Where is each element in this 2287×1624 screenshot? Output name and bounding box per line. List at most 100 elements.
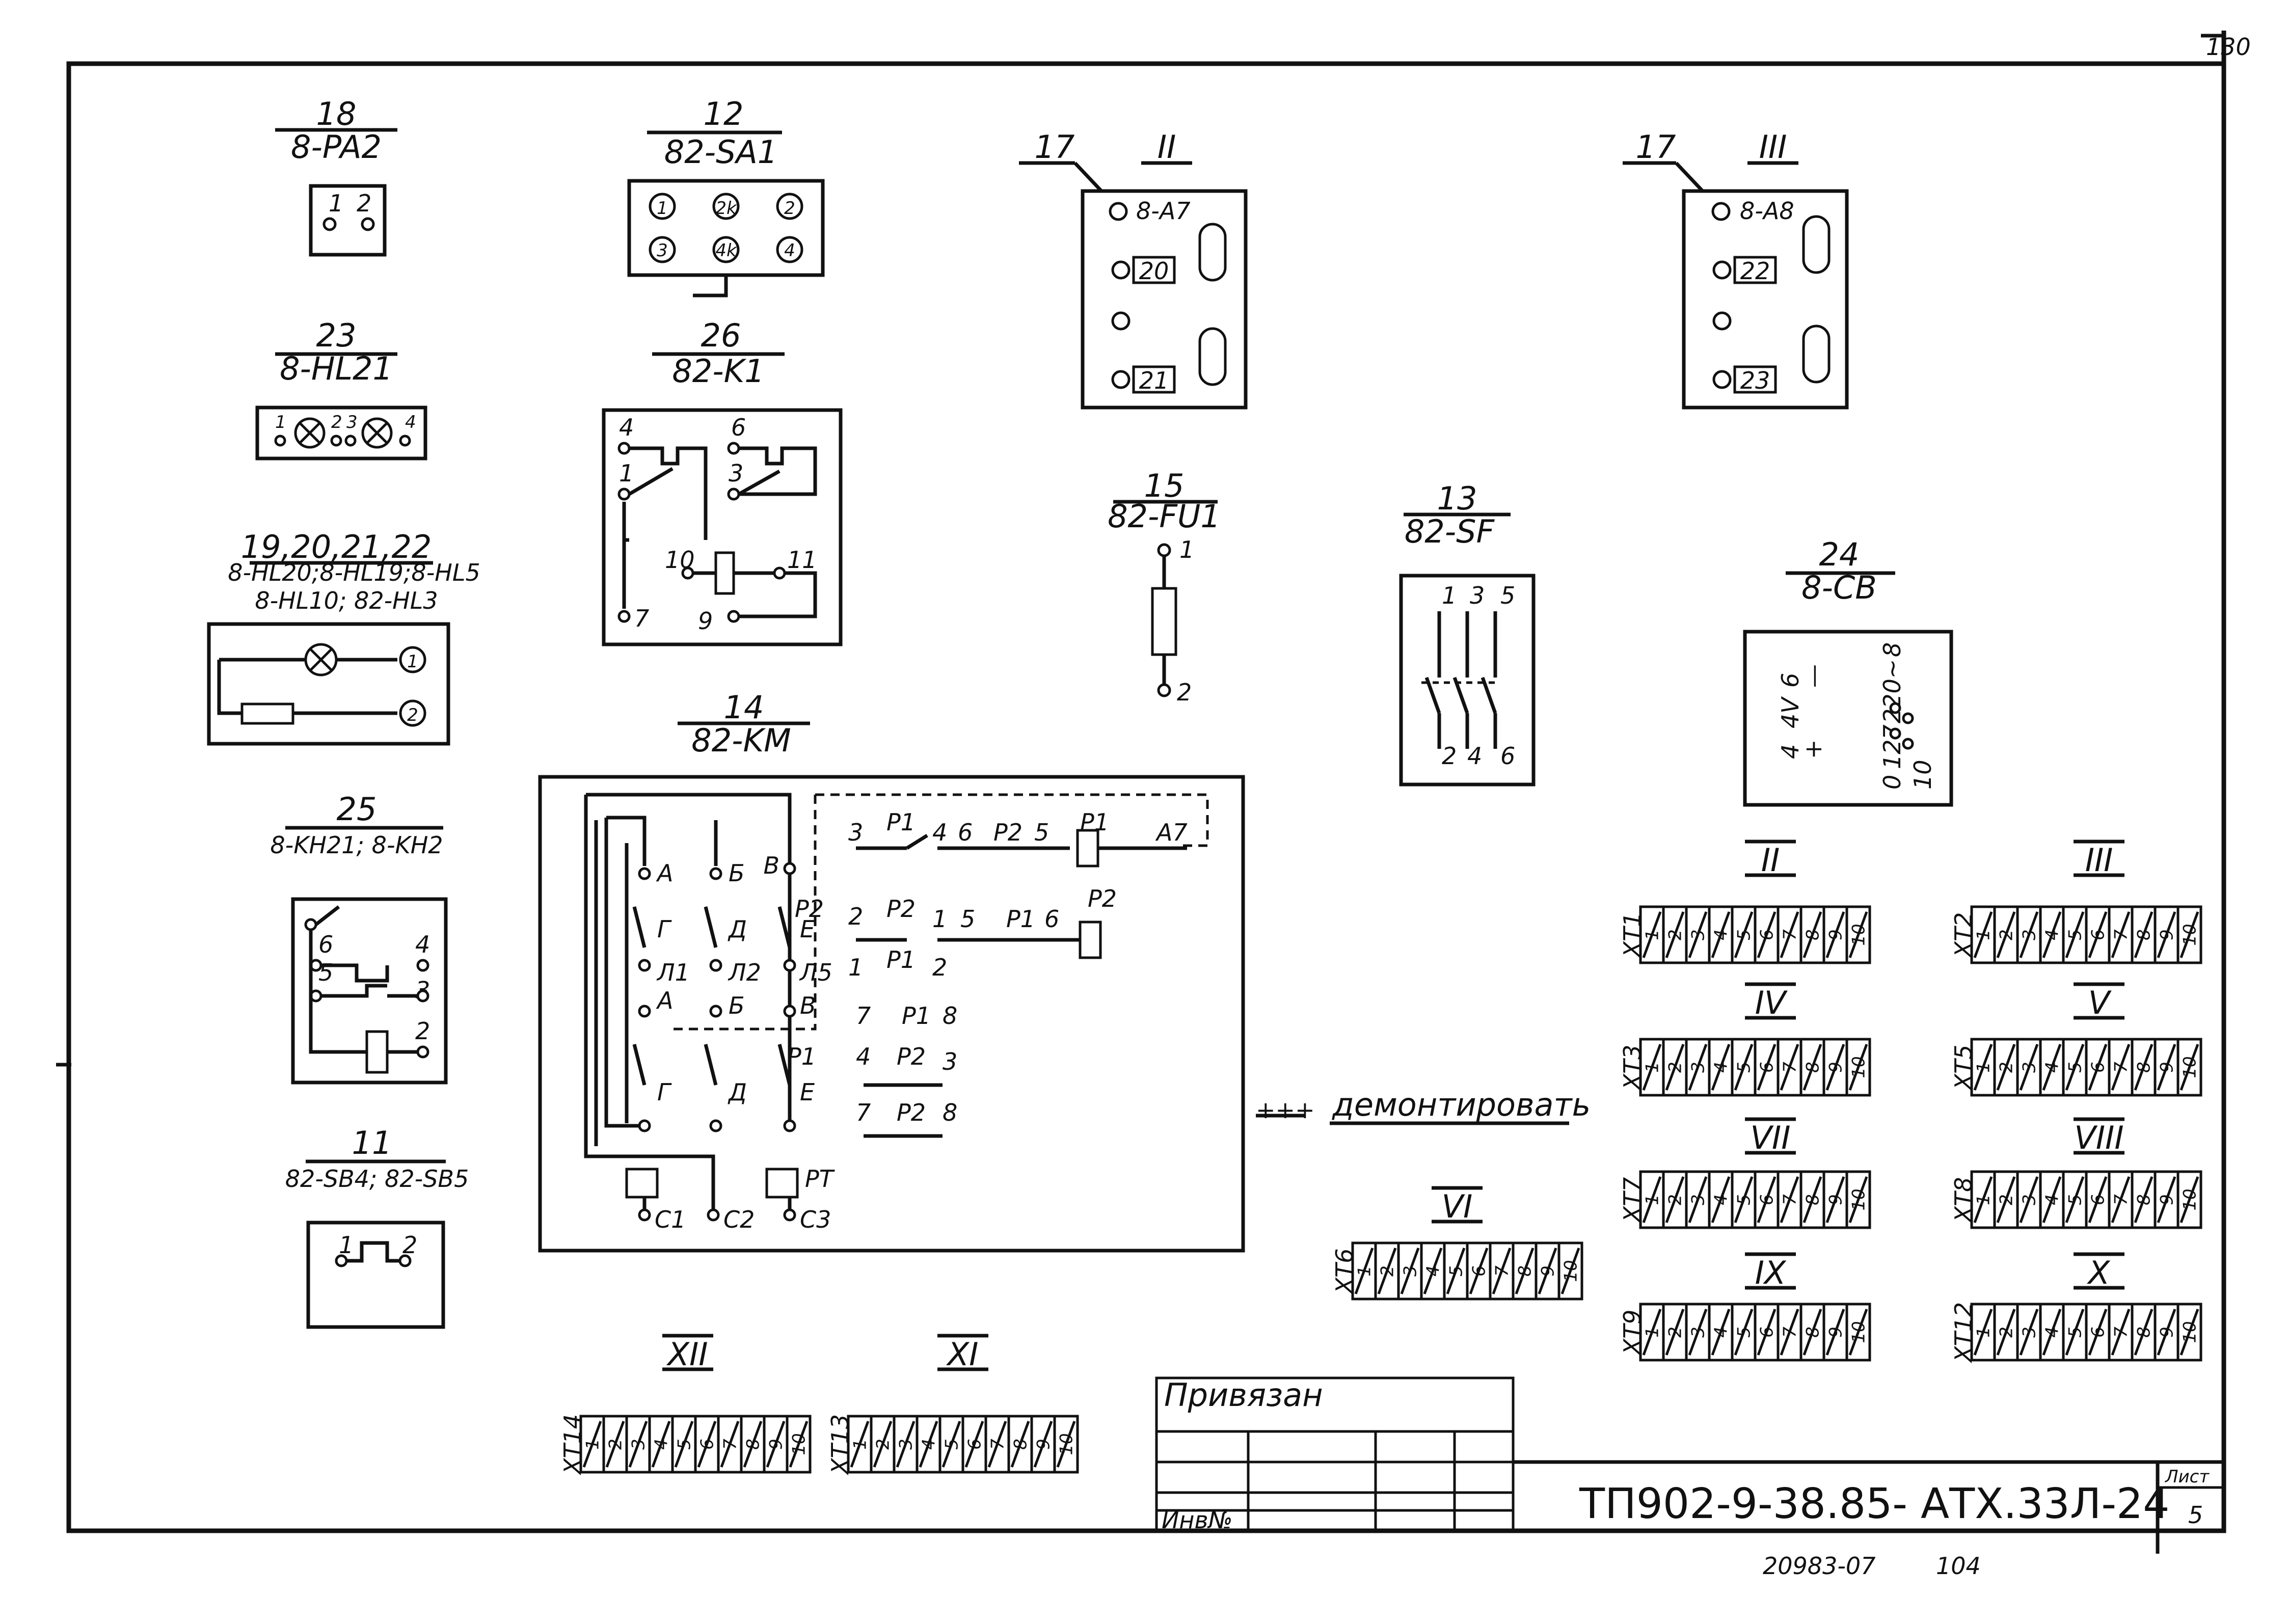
svg-text:Р2: Р2 bbox=[795, 895, 824, 923]
svg-text:0: 0 bbox=[1878, 775, 1906, 790]
terminal-number: 10 bbox=[2180, 1056, 2200, 1078]
svg-text:8: 8 bbox=[943, 1002, 957, 1030]
terminal-number: 2 bbox=[1665, 1327, 1686, 1338]
terminal-number: 6 bbox=[2088, 1327, 2109, 1338]
terminal-number: 1 bbox=[1974, 929, 1994, 940]
terminal-number: 8 bbox=[1803, 929, 1823, 940]
component-fu1: 15 82-FU1 1 2 bbox=[1108, 467, 1221, 706]
ref-label: 8-HL20;8-HL19;8-HL5 bbox=[228, 559, 480, 586]
terminal-number: 5 bbox=[2065, 1194, 2086, 1205]
pos-label: 25 bbox=[337, 791, 377, 828]
terminal-roman-label: XII bbox=[666, 1336, 708, 1373]
terminal-number: 1 bbox=[583, 1439, 603, 1450]
terminal-number: 10 bbox=[1849, 924, 1869, 945]
component-kh: 25 8-KH21; 8-KH2 6 4 5 3 2 bbox=[270, 791, 448, 1085]
terminal-number: 7 bbox=[988, 1439, 1008, 1450]
pos-label: 18 bbox=[316, 95, 357, 132]
svg-text:6: 6 bbox=[958, 819, 973, 846]
svg-text:Р2: Р2 bbox=[1088, 885, 1117, 912]
terminal-number: 2 bbox=[1997, 929, 2017, 940]
legend-symbol: +++ bbox=[1256, 1096, 1315, 1124]
terminal-roman-label: III bbox=[2085, 842, 2113, 879]
stamp-block: Привязан Инв№ Лист 5 ТП902-9-38.85- АТХ.… bbox=[1155, 1376, 2224, 1580]
terminal-number: 7 bbox=[1780, 1062, 1800, 1073]
svg-text:Е: Е bbox=[800, 1078, 815, 1106]
svg-text:3: 3 bbox=[1470, 582, 1485, 609]
terminal-number: 3 bbox=[2020, 1062, 2040, 1073]
terminal-number: 1 bbox=[1643, 1194, 1663, 1205]
terminal-number: 10 bbox=[2180, 924, 2200, 945]
svg-text:2: 2 bbox=[331, 412, 342, 432]
svg-text:Р2: Р2 bbox=[897, 1043, 926, 1070]
svg-text:4: 4 bbox=[784, 240, 795, 261]
svg-text:В: В bbox=[800, 992, 816, 1019]
svg-text:2k: 2k bbox=[715, 198, 737, 219]
component-pa2: 18 8-PA2 1 2 bbox=[275, 95, 397, 257]
pos-label: 24 bbox=[1819, 536, 1860, 573]
component-a8: 17 III 8-A8 22 23 bbox=[1623, 128, 1849, 410]
terminal-number: 7 bbox=[1492, 1265, 1513, 1277]
terminal-number: 3 bbox=[1688, 1194, 1709, 1205]
terminal-number: 9 bbox=[1538, 1265, 1558, 1277]
svg-text:4: 4 bbox=[1777, 744, 1804, 759]
svg-text:Р1: Р1 bbox=[1006, 905, 1035, 933]
terminal-number: 7 bbox=[1780, 929, 1800, 940]
terminal-number: 7 bbox=[720, 1439, 741, 1450]
svg-text:Г: Г bbox=[657, 1078, 672, 1106]
svg-text:А: А bbox=[656, 859, 673, 887]
terminal-number: 10 bbox=[2180, 1321, 2200, 1343]
svg-text:1: 1 bbox=[619, 459, 634, 487]
roman-label: III bbox=[1759, 128, 1787, 166]
svg-text:Л1: Л1 bbox=[656, 959, 690, 986]
terminal-number: 9 bbox=[766, 1439, 787, 1450]
component-sb: 11 82-SB4; 82-SB5 1 2 bbox=[285, 1124, 469, 1329]
terminal-number: 6 bbox=[2088, 1194, 2109, 1205]
ref-label: 82-SF bbox=[1405, 513, 1495, 550]
terminal-number: 10 bbox=[2180, 1188, 2200, 1210]
svg-text:220~: 220~ bbox=[1878, 659, 1906, 723]
svg-text:В: В bbox=[763, 852, 779, 879]
terminal-number: 1 bbox=[1643, 929, 1663, 940]
component-hl-group: 19,20,21,22 8-HL20;8-HL19;8-HL5 8-HL10; … bbox=[207, 528, 480, 746]
svg-text:2: 2 bbox=[402, 1231, 417, 1259]
terminal-number: 1 bbox=[1643, 1327, 1663, 1338]
svg-text:Л2: Л2 bbox=[728, 959, 761, 986]
svg-text:Б: Б bbox=[729, 992, 745, 1019]
terminal-number: 3 bbox=[629, 1439, 649, 1450]
terminal-number: 3 bbox=[1688, 929, 1709, 940]
terminal-number: 5 bbox=[1734, 929, 1755, 940]
svg-text:7: 7 bbox=[856, 1002, 871, 1030]
ref-label: 8-KH21; 8-KH2 bbox=[270, 831, 443, 859]
terminal-number: 3 bbox=[1688, 1327, 1709, 1338]
ref-label: 8-PA2 bbox=[291, 128, 382, 166]
svg-text:Р1: Р1 bbox=[902, 1002, 931, 1030]
terminal-number: 8 bbox=[2134, 1194, 2155, 1205]
svg-text:А: А bbox=[656, 987, 673, 1014]
terminal-number: 1 bbox=[1974, 1194, 1994, 1205]
terminal-number: 4 bbox=[2042, 1062, 2063, 1073]
ref-label: 82-KM bbox=[691, 722, 791, 759]
svg-text:4: 4 bbox=[405, 412, 416, 432]
terminal-number: 6 bbox=[697, 1439, 718, 1450]
svg-text:Р1: Р1 bbox=[1080, 808, 1109, 836]
component-a7: 17 II 8-A7 20 21 bbox=[1019, 128, 1248, 410]
terminal-number: 4 bbox=[2042, 1327, 2063, 1338]
svg-text:6: 6 bbox=[731, 414, 746, 441]
terminal-number: 6 bbox=[1757, 1327, 1778, 1338]
stamp-title: Привязан bbox=[1164, 1376, 1323, 1414]
pos-label: 17 bbox=[1636, 128, 1676, 166]
pos-label: 14 bbox=[724, 689, 764, 726]
ref-label: 8-A8 bbox=[1740, 197, 1794, 225]
svg-text:2: 2 bbox=[357, 190, 371, 217]
pos-label: 11 bbox=[352, 1124, 392, 1161]
terminal-number: 9 bbox=[1826, 1327, 1846, 1338]
svg-text:4: 4 bbox=[1467, 742, 1482, 770]
svg-text:C3: C3 bbox=[800, 1206, 831, 1233]
svg-text:9: 9 bbox=[698, 607, 713, 635]
svg-text:1: 1 bbox=[407, 652, 418, 672]
terminal-number: 8 bbox=[2134, 1062, 2155, 1073]
